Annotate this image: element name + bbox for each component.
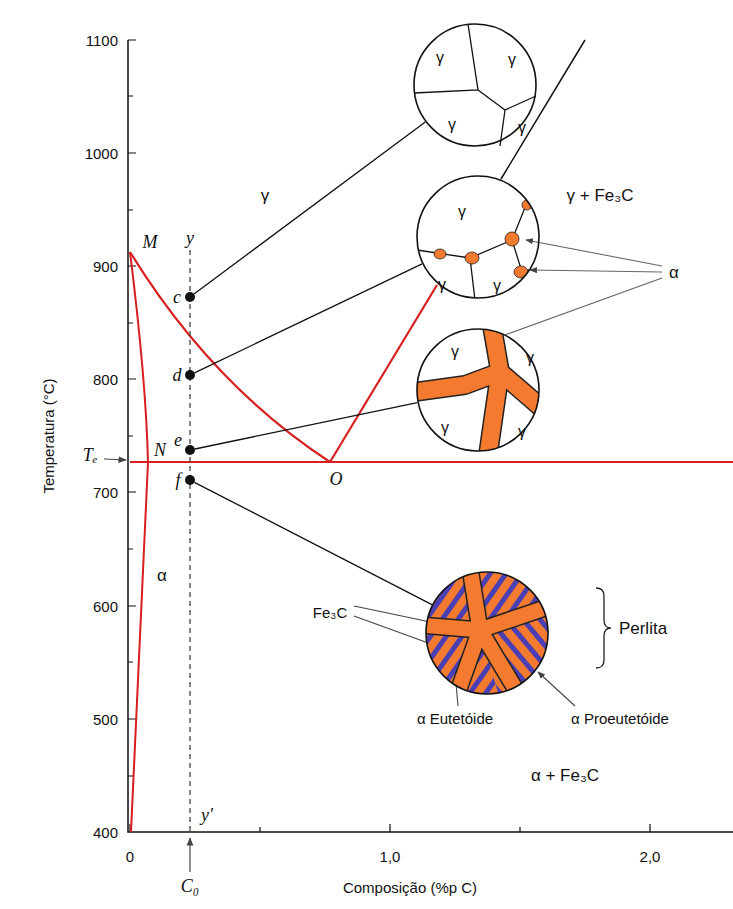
tick-label: 700: [93, 485, 118, 500]
phase-label: γ: [436, 50, 444, 66]
line-end-label: y: [186, 229, 194, 247]
micrograph-circle: Perlita: [425, 571, 549, 695]
microstructure: [420, 568, 555, 700]
circle-outline: [425, 571, 549, 695]
proeutectoid-leader: [538, 672, 575, 706]
phase-label: γ: [493, 278, 501, 294]
x-ticks: [130, 824, 650, 832]
state-point: c: [185, 292, 195, 302]
callout-label: α Proeutetóide: [571, 711, 669, 726]
callout-label: Fe₃C: [313, 605, 347, 620]
alpha-gamma-boundary: [130, 252, 330, 462]
acm-line-upper: [501, 40, 585, 179]
circle-outline: [416, 175, 540, 299]
alpha-leader: [530, 270, 662, 272]
alpha-particle: [514, 266, 528, 278]
y-ticks: [128, 40, 136, 776]
tick-label: 1,0: [380, 849, 401, 864]
microstructure: [417, 190, 540, 300]
phase-label: γ: [518, 424, 526, 440]
micrograph-circle: γ γ γ: [416, 175, 540, 299]
alpha-solvus: [130, 252, 148, 832]
phase-label: γ: [458, 204, 466, 220]
point-label: N: [154, 441, 166, 459]
tick-label: 1100: [86, 33, 118, 48]
callout-label: α: [669, 264, 679, 281]
axis-title: Temperatura (°C): [41, 378, 56, 493]
alpha-particle: [505, 232, 519, 246]
band-outline: [414, 326, 544, 455]
tick-label: 500: [93, 712, 118, 727]
phase-region-label: γ: [261, 187, 270, 204]
tick-label: 1000: [85, 146, 118, 161]
state-point: d: [185, 370, 195, 380]
line-end-label: y': [201, 806, 213, 824]
tick-label: 800: [93, 372, 118, 387]
te-arrow: [104, 459, 126, 460]
composition-mark: C₀: [181, 877, 199, 895]
axis-title: Composição (%p C): [343, 880, 477, 895]
phase-region-label: α: [157, 567, 167, 584]
tick-label: 400: [93, 825, 118, 840]
point-label: f: [175, 471, 180, 489]
grain-boundary: [414, 24, 536, 146]
alpha-particle: [465, 252, 479, 264]
point-label: d: [173, 366, 182, 384]
micrograph-circle: γ γ γ γ: [413, 23, 537, 147]
circle-outline: [426, 572, 548, 694]
c0-arrow: [189, 838, 190, 872]
phase-label: γ: [518, 120, 526, 136]
acm-line: [330, 285, 437, 462]
tick-label: 600: [93, 599, 118, 614]
phase-label: γ: [438, 277, 446, 293]
leader-connector: [195, 264, 423, 373]
microstructure: [414, 326, 544, 455]
leader-connector: [194, 122, 425, 294]
alpha-leader: [505, 278, 662, 335]
state-point: f: [185, 475, 195, 485]
leader-connector: [194, 482, 432, 604]
eutectoid-line: [130, 461, 733, 463]
temperature-mark: Tₑ: [83, 446, 98, 464]
point-label: e: [174, 431, 182, 449]
circle-outline: [417, 176, 539, 298]
point-label: M: [143, 233, 158, 251]
axis-frame: [128, 40, 733, 832]
phase-region-label: γ + Fe₃C: [567, 187, 634, 204]
point-label: c: [173, 288, 181, 306]
alpha-particle: [434, 249, 446, 259]
pearlite-brace: [596, 588, 611, 668]
alpha-leader: [526, 240, 662, 266]
phase-label: γ: [441, 420, 449, 436]
phase-label: γ: [451, 344, 459, 360]
alpha-band: [414, 326, 544, 455]
circle-outline: [414, 24, 536, 146]
tick-label: 900: [93, 259, 118, 274]
micrograph-circle: γ γ γ γ: [416, 328, 540, 452]
callout-label: α Eutetóide: [417, 711, 493, 726]
state-point: e: [185, 445, 195, 455]
circle-outline: [417, 329, 539, 451]
phase-label: γ: [508, 52, 516, 68]
tick-label: 0: [126, 849, 134, 864]
tick-label: 2,0: [640, 849, 661, 864]
leader-connector: [195, 403, 417, 449]
phase-region-label: α + Fe₃C: [531, 767, 599, 784]
phase-label: Perlita: [619, 620, 667, 637]
composition-line: [189, 250, 190, 832]
phase-label: γ: [526, 350, 534, 366]
phase-label: γ: [448, 117, 456, 133]
grain-boundary: [417, 190, 540, 300]
point-label: O: [330, 470, 343, 488]
